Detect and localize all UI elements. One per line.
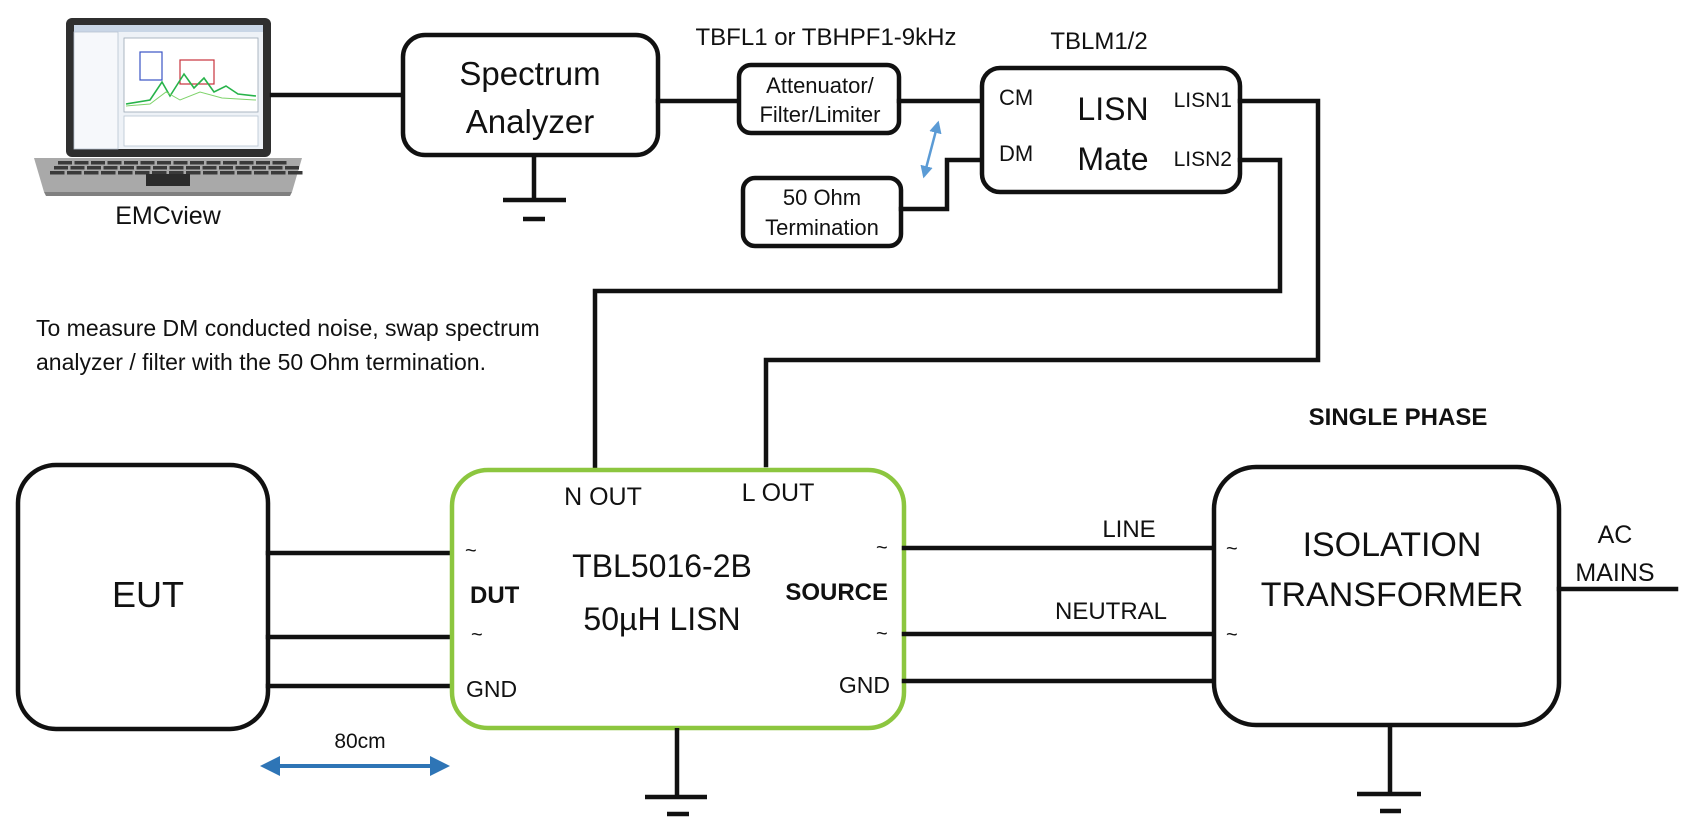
lisn-mate-line2: Mate — [1077, 141, 1148, 177]
eut-box — [15, 462, 271, 732]
laptop-key — [169, 166, 184, 170]
lisn-dut-label: DUT — [470, 582, 520, 609]
laptop-key — [67, 171, 82, 175]
laptop-key — [288, 171, 303, 175]
single-phase-label: SINGLE PHASE — [1309, 404, 1488, 431]
lisn-mate-port-lisn2: LISN2 — [1174, 148, 1232, 171]
laptop-key — [135, 171, 150, 175]
lisn-gnd-right-label: GND — [839, 672, 890, 698]
laptop-key — [153, 166, 167, 170]
laptop-key — [157, 161, 171, 165]
termination-box — [740, 175, 904, 249]
laptop-key — [74, 161, 89, 165]
lisn-source-label: SOURCE — [785, 579, 888, 606]
lisn-mate-port-cm: CM — [999, 85, 1033, 110]
swap-arrow — [920, 120, 942, 179]
isolation-transformer-line1: ISOLATION — [1303, 526, 1482, 564]
laptop-key — [70, 166, 85, 170]
laptop-key — [202, 166, 217, 170]
dm-measurement-note: To measure DM conducted noise, swap spec… — [36, 315, 540, 375]
lisn-tilde-dut-line: ~ — [465, 540, 477, 562]
laptop-key — [136, 166, 151, 170]
attenuator-line2: Filter/Limiter — [759, 102, 880, 127]
wire-neutral-label: NEUTRAL — [1055, 598, 1167, 625]
laptop-key — [84, 171, 99, 175]
transformer-tilde-neutral: ~ — [1226, 624, 1238, 646]
laptop-key — [50, 171, 65, 175]
wire-lisn2-nout — [592, 157, 1283, 475]
laptop-key — [219, 166, 233, 170]
laptop-key — [252, 166, 266, 170]
lisn-mate-port-lisn1: LISN1 — [1174, 89, 1232, 112]
distance-label: 80cm — [334, 730, 385, 753]
laptop-key — [203, 171, 218, 175]
laptop-key — [268, 166, 283, 170]
laptop-key — [254, 171, 269, 175]
laptop-key — [54, 166, 68, 170]
laptop-key — [271, 171, 286, 175]
laptop-key — [169, 171, 184, 175]
ground-symbol-lisn — [645, 728, 707, 817]
lisn-tilde-source-neutral: ~ — [876, 623, 888, 645]
laptop-key — [256, 161, 270, 165]
spectrum-analyzer-box — [400, 32, 661, 158]
laptop-key — [223, 161, 237, 165]
laptop-key — [91, 161, 105, 165]
isolation-transformer-box — [1211, 464, 1562, 728]
ground-symbol-transformer — [1357, 725, 1421, 814]
wire-line-label: LINE — [1102, 516, 1155, 543]
lisn-tilde-source-line: ~ — [876, 537, 888, 559]
laptop-key — [206, 161, 221, 165]
lisn-mate-caption: TBLM1/2 — [1050, 28, 1147, 55]
laptop-key — [186, 166, 200, 170]
laptop-key — [152, 171, 167, 175]
laptop-key — [190, 161, 204, 165]
wire-termination-dm — [898, 157, 985, 212]
attenuator-line1: Attenuator/ — [766, 73, 875, 98]
lisn-mate-line1: LISN — [1077, 91, 1148, 127]
lisn-model-line2: 50µH LISN — [583, 601, 740, 637]
ac-mains-line2: MAINS — [1575, 559, 1654, 587]
laptop-key — [118, 171, 133, 175]
laptop-key — [107, 161, 122, 165]
laptop-icon — [34, 18, 303, 196]
isolation-transformer-line2: TRANSFORMER — [1261, 576, 1524, 614]
laptop-key — [186, 171, 201, 175]
lisn-mate-box — [979, 65, 1243, 195]
wire-lisn1-lout — [763, 98, 1321, 468]
spectrum-analyzer-line2: Analyzer — [466, 103, 594, 140]
laptop-key — [220, 171, 235, 175]
laptop-key — [237, 171, 252, 175]
ac-mains-line1: AC — [1598, 521, 1633, 549]
laptop-key — [58, 161, 72, 165]
lisn-n-out-label: N OUT — [564, 483, 642, 511]
filter-caption: TBFL1 or TBHPF1-9kHz — [696, 24, 957, 51]
termination-line1: 50 Ohm — [783, 185, 861, 210]
laptop-key — [87, 166, 101, 170]
eut-label: EUT — [112, 574, 184, 615]
termination-line2: Termination — [765, 215, 879, 240]
laptop-key — [124, 161, 138, 165]
laptop-label: EMCview — [115, 202, 222, 230]
laptop-key — [285, 166, 299, 170]
laptop-key — [173, 161, 188, 165]
lisn-model-line1: TBL5016-2B — [572, 548, 752, 584]
laptop-key — [272, 161, 287, 165]
lisn-gnd-left-label: GND — [466, 676, 517, 702]
ground-symbol-analyzer — [503, 155, 566, 222]
laptop-key — [101, 171, 116, 175]
lisn-mate-port-dm: DM — [999, 141, 1033, 166]
laptop-key — [140, 161, 155, 165]
laptop-key — [103, 166, 118, 170]
transformer-tilde-line: ~ — [1226, 538, 1238, 560]
laptop-key — [120, 166, 134, 170]
lisn-tilde-dut-neutral: ~ — [471, 624, 483, 646]
laptop-key — [239, 161, 254, 165]
spectrum-analyzer-line1: Spectrum — [459, 55, 600, 92]
lisn-l-out-label: L OUT — [742, 479, 815, 507]
laptop-key — [235, 166, 250, 170]
